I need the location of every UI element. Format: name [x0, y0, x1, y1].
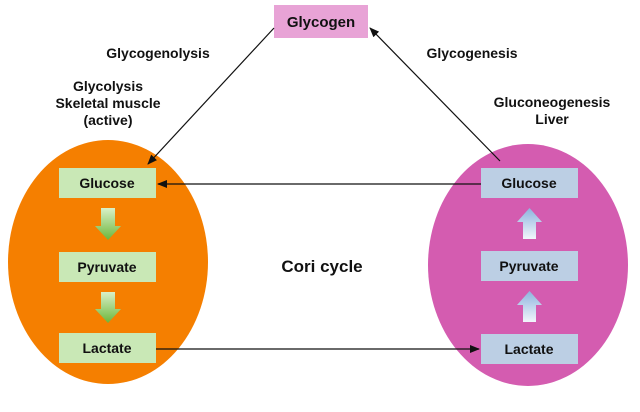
- glycogenolysis-arrow: [147, 27, 275, 165]
- right-pyruvate-label: Pyruvate: [499, 258, 558, 274]
- glycogen-box: [274, 5, 368, 38]
- right-pyruvate-box: [481, 251, 578, 281]
- right-glucose-label: Glucose: [501, 175, 556, 191]
- left-lactate-label: Lactate: [82, 340, 131, 356]
- pyruvate-to-glucose-arrow: [517, 208, 542, 239]
- skeletal-muscle-heading: Skeletal muscle: [55, 95, 160, 111]
- glycogenolysis-label: Glycogenolysis: [106, 45, 210, 61]
- glycogenesis-arrow: [369, 27, 501, 162]
- left-pyruvate-box: [59, 252, 156, 282]
- left-lactate-box: [59, 333, 156, 363]
- right-lactate-label: Lactate: [504, 341, 553, 357]
- right-lactate-box: [481, 334, 578, 364]
- glycogenesis-label: Glycogenesis: [426, 45, 517, 61]
- pyruvate-to-lactate-arrow: [95, 292, 121, 323]
- active-heading: (active): [83, 112, 132, 128]
- gluconeogenesis-heading: Gluconeogenesis: [494, 94, 611, 110]
- liver-heading: Liver: [535, 111, 569, 127]
- glycolysis-heading: Glycolysis: [73, 78, 143, 94]
- left-pyruvate-label: Pyruvate: [77, 259, 136, 275]
- left-glucose-box: [59, 168, 156, 198]
- left-glucose-label: Glucose: [79, 175, 134, 191]
- glycogen-label: Glycogen: [287, 14, 355, 31]
- cori-cycle-label: Cori cycle: [281, 257, 362, 276]
- lactate-to-pyruvate-arrow: [517, 291, 542, 322]
- glucose-to-pyruvate-arrow: [95, 208, 121, 240]
- right-glucose-box: [481, 168, 578, 198]
